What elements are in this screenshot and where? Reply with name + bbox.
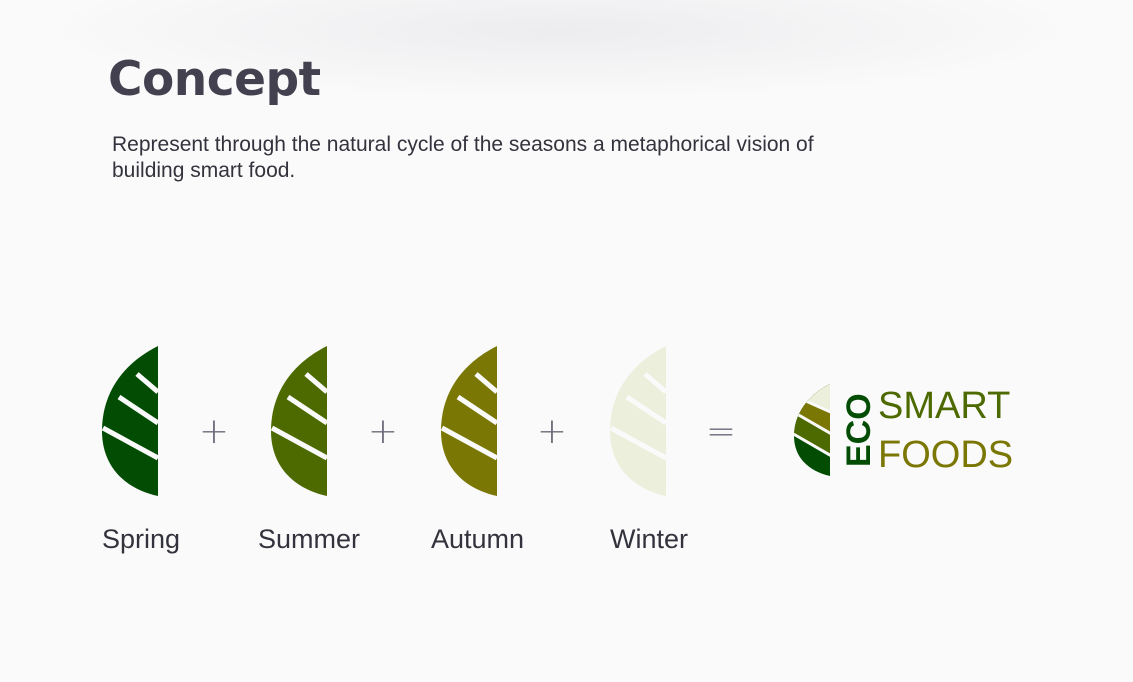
equals-operator: = (705, 411, 737, 452)
concept-description: Represent through the natural cycle of t… (112, 133, 814, 182)
leaf-summer-icon (270, 346, 329, 496)
season-label-autumn: Autumn (431, 524, 525, 554)
leaf-spring-icon (101, 346, 160, 496)
logo-word-foods: FOODS (878, 434, 1013, 476)
eco-smart-foods-logo: ECO SMART FOODS (794, 384, 1013, 476)
season-label-spring: Spring (102, 524, 181, 554)
logo-word-smart: SMART (878, 385, 1010, 427)
plus-operator: + (367, 411, 399, 452)
logo-leaf-icon (794, 384, 830, 476)
page-title: Concept (108, 52, 321, 107)
plus-operator: + (536, 411, 568, 452)
logo-word-eco: ECO (840, 393, 878, 467)
season-label-winter: Winter (610, 524, 689, 554)
leaf-winter-icon (609, 346, 668, 496)
leaf-autumn-icon (440, 346, 499, 496)
plus-operator: + (198, 411, 230, 452)
season-label-summer: Summer (258, 524, 361, 554)
